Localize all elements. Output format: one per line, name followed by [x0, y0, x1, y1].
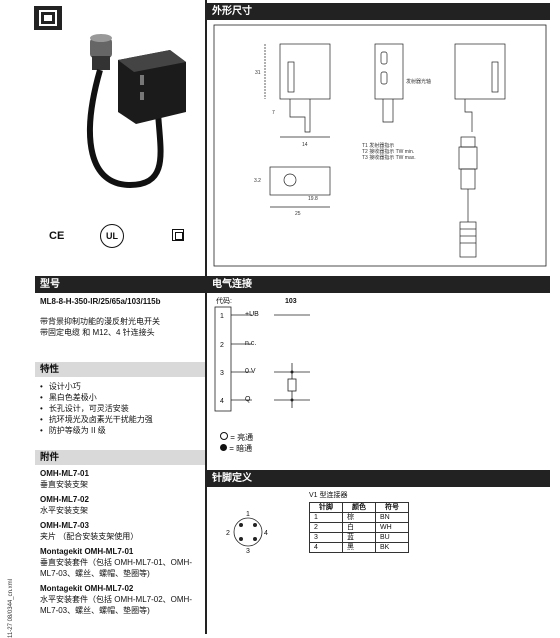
accessory-code: OMH-ML7-03: [40, 521, 89, 530]
accessories-list: OMH-ML7-01 垂直安装支架 OMH-ML7-02 水平安装支架 OMH-…: [40, 468, 205, 616]
pin-label: +UB: [245, 311, 259, 318]
pin-number: 1: [246, 511, 250, 518]
dim-label: 31: [255, 70, 261, 76]
dimension-drawing: 31 14 7 25 19.8 3.2 T1 发射器指示 T2 接收器指示 TW…: [213, 24, 547, 267]
feature-item: 防护等级为 II 级: [40, 425, 153, 436]
table-cell: 白: [342, 522, 376, 533]
table-cell: BK: [375, 542, 409, 553]
pin-number: 1: [220, 313, 224, 320]
accessory-code: Montagekit OMH-ML7-01: [40, 547, 134, 556]
feature-item: 黑白色差极小: [40, 392, 153, 403]
legend-light: = 亮通: [220, 432, 253, 443]
dark-on-icon: [220, 444, 227, 451]
pin-number: 2: [220, 342, 224, 349]
table-cell: WH: [375, 522, 409, 533]
table-cell: BN: [375, 512, 409, 523]
features-header: 特性: [35, 362, 205, 377]
accessory-code: OMH-ML7-01: [40, 469, 89, 478]
accessory-desc: 垂直安装套件（包括 OMH-ML7-01、OMH-ML7-03、螺丝、螺帽、垫圈…: [40, 558, 193, 578]
table-header-row: 针脚 颜色 符号: [309, 502, 409, 513]
table-cell: 2: [309, 522, 343, 533]
pin-number: 3: [220, 370, 224, 377]
accessory-desc: 水平安装支架: [40, 506, 88, 515]
dim-note: T2 接收器指示 TW min.: [362, 148, 414, 155]
document-code: 11-27 08/0344_cn.xml: [8, 579, 14, 638]
electrical-header: 电气连接: [207, 276, 550, 293]
accessory-code: Montagekit OMH-ML7-02: [40, 584, 134, 593]
dim-label: 19.8: [308, 196, 318, 202]
model-description-2: 带固定电缆 和 M12、4 针连接头: [40, 328, 155, 337]
dim-label: 3.2: [254, 178, 261, 184]
dim-note: T1 发射器指示: [362, 142, 394, 149]
model-description: 带背景抑制功能的漫反射光电开关: [40, 317, 160, 326]
product-photo: [87, 34, 186, 189]
dim-label: 14: [302, 142, 308, 148]
table-cell: 3: [309, 532, 343, 543]
column-header: 颜色: [342, 502, 376, 513]
dim-note: 发射器光轴: [406, 78, 431, 85]
table-cell: 4: [309, 542, 343, 553]
table-cell: 1: [309, 512, 343, 523]
pin-label: n.c.: [245, 340, 256, 347]
connector-pinout-diagram: 1 2 3 4: [226, 511, 268, 554]
model-name: ML8-8-H-350-IR/25/65a/103/115b: [40, 297, 161, 306]
accessory-desc: 垂直安装支架: [40, 480, 88, 489]
ul-mark: UL: [100, 224, 124, 248]
dim-label: 7: [272, 110, 275, 116]
features-list: 设计小巧 黑白色差极小 长孔设计，可灵活安装 抗环境光及卤素光干扰能力强 防护等…: [40, 381, 153, 436]
pin-number: 4: [264, 530, 268, 537]
dim-label: 25: [295, 211, 301, 217]
pin-number: 4: [220, 398, 224, 405]
table-cell: 黑: [342, 542, 376, 553]
pinout-table-title: V1 型连接器: [309, 492, 348, 499]
code-value: 103: [285, 298, 297, 305]
dim-note: T3 接收器指示 TW max.: [362, 154, 416, 161]
column-divider: [205, 0, 207, 634]
table-cell: 蓝: [342, 532, 376, 543]
dimensions-header: 外形尺寸: [207, 3, 550, 20]
feature-item: 设计小巧: [40, 381, 153, 392]
accessory-desc: 水平安装套件（包括 OMH-ML7-02、OMH-ML7-03、螺丝、螺帽、垫圈…: [40, 595, 193, 615]
table-row: 4 黑 BK: [309, 542, 409, 553]
accessories-header: 附件: [35, 450, 205, 465]
legend-dark: = 暗通: [220, 443, 252, 454]
table-cell: BU: [375, 532, 409, 543]
code-label: 代码:: [216, 298, 232, 305]
accessory-desc: 夹片 （配合安装支架使用）: [40, 532, 139, 541]
table-row: 1 棕 BN: [309, 512, 409, 523]
pin-label: 0 V: [245, 368, 256, 375]
protection-class-icon: [172, 229, 184, 241]
pinout-table: 针脚 颜色 符号 1 棕 BN 2 白 WH 3 蓝 BU 4 黑 BK: [309, 502, 409, 553]
column-header: 符号: [375, 502, 409, 513]
feature-item: 抗环境光及卤素光干扰能力强: [40, 414, 153, 425]
table-row: 2 白 WH: [309, 522, 409, 533]
table-row: 3 蓝 BU: [309, 532, 409, 543]
pinout-header: 针脚定义: [207, 470, 550, 487]
wiring-diagram: 1 2 3 4 +UB n.c. 0 V Q: [214, 306, 310, 412]
feature-item: 长孔设计，可灵活安装: [40, 403, 153, 414]
ce-mark: CE: [49, 230, 65, 242]
light-on-icon: [220, 432, 228, 440]
accessory-code: OMH-ML7-02: [40, 495, 89, 504]
pin-label: Q: [245, 396, 251, 403]
pin-number: 2: [226, 530, 230, 537]
model-header: 型号: [35, 276, 205, 293]
pin-number: 3: [246, 548, 250, 554]
column-header: 针脚: [309, 502, 343, 513]
sensor-type-icon: [34, 6, 62, 30]
table-cell: 棕: [342, 512, 376, 523]
